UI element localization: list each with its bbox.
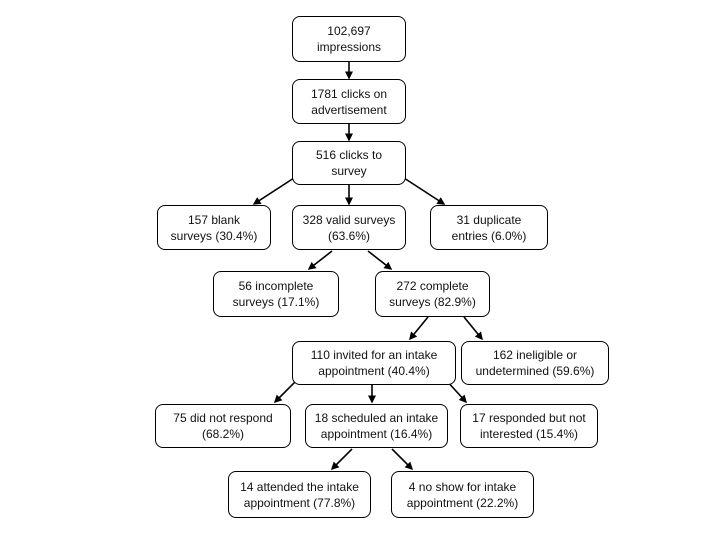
arrow-clicks-survey-to-blank: [252, 177, 295, 205]
node-label: 31 duplicate entries (6.0%): [451, 212, 527, 243]
node-complete-surveys: 272 complete surveys (82.9%): [375, 271, 490, 317]
arrow-complete-to-invited: [409, 316, 429, 341]
arrow-valid-to-incomplete: [307, 250, 333, 270]
arrow-complete-to-ineligible: [463, 316, 483, 341]
node-label: 102,697 impressions: [316, 24, 382, 54]
node-label: 162 ineligible or undetermined (59.6%): [475, 348, 595, 378]
node-did-not-respond: 75 did not respond (68.2%): [155, 404, 291, 448]
node-attended-intake: 14 attended the intake appointment (77.8…: [228, 471, 371, 518]
node-label: 4 no show for intake appointment (22.2%): [406, 479, 519, 510]
node-label: 17 responded but not interested (15.4%): [472, 411, 586, 441]
node-label: 18 scheduled an intake appointment (16.4…: [314, 411, 439, 441]
node-label: 110 invited for an intake appointment (4…: [310, 348, 438, 378]
arrow-valid-to-complete: [367, 250, 393, 270]
node-valid-surveys: 328 valid surveys (63.6%): [292, 205, 406, 250]
arrow-scheduled-to-no-show: [391, 448, 414, 471]
node-incomplete-surveys: 56 incomplete surveys (17.1%): [213, 271, 339, 317]
arrow-invited-to-no-response: [273, 379, 298, 404]
node-responded-not-interested: 17 responded but not interested (15.4%): [460, 404, 598, 448]
node-label: 56 incomplete surveys (17.1%): [232, 279, 320, 309]
node-label: 157 blank surveys (30.4%): [170, 212, 258, 243]
node-blank-surveys: 157 blank surveys (30.4%): [157, 205, 271, 250]
node-label: 516 clicks to survey: [315, 148, 383, 178]
node-label: 272 complete surveys (82.9%): [389, 279, 476, 309]
arrow-clicks-survey-to-duplicate: [403, 177, 446, 205]
node-scheduled-intake: 18 scheduled an intake appointment (16.4…: [305, 404, 448, 448]
node-label: 14 attended the intake appointment (77.8…: [240, 479, 359, 510]
node-no-show-intake: 4 no show for intake appointment (22.2%): [391, 471, 534, 518]
node-clicks-to-survey: 516 clicks to survey: [292, 141, 406, 185]
node-ineligible-or-undetermined: 162 ineligible or undetermined (59.6%): [461, 341, 609, 385]
node-clicks-on-advertisement: 1781 clicks on advertisement: [292, 79, 406, 124]
node-impressions: 102,697 impressions: [292, 16, 406, 62]
node-label: 328 valid surveys (63.6%): [302, 212, 396, 243]
node-duplicate-entries: 31 duplicate entries (6.0%): [430, 205, 548, 250]
node-label: 75 did not respond (68.2%): [173, 411, 273, 441]
arrow-scheduled-to-attended: [330, 448, 353, 471]
node-invited-for-intake: 110 invited for an intake appointment (4…: [292, 341, 456, 385]
node-label: 1781 clicks on advertisement: [310, 86, 388, 117]
